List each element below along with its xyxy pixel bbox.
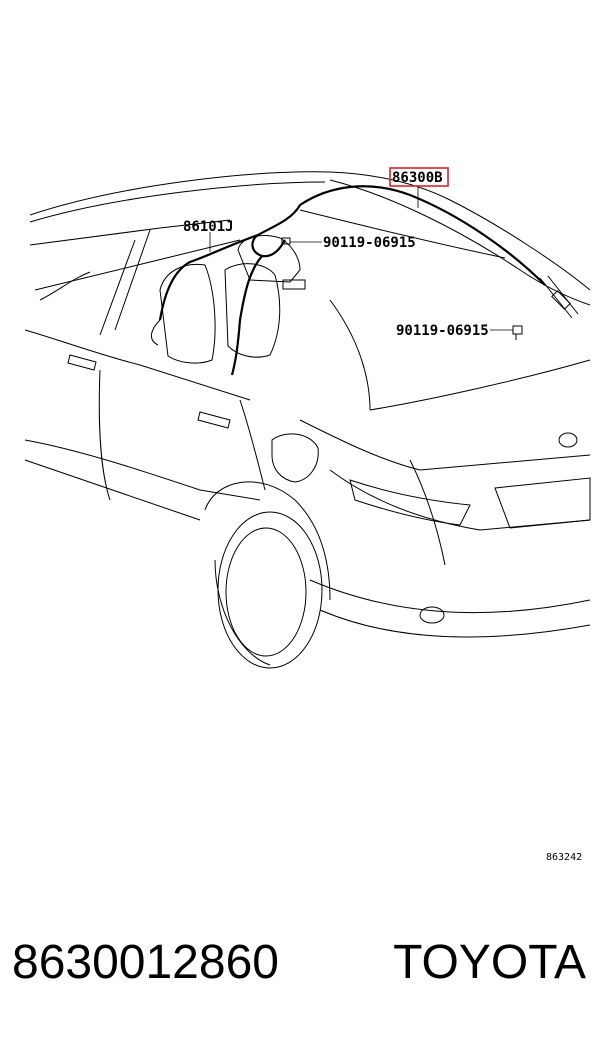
part-number: 8630012860: [12, 936, 279, 989]
bolt-lower-icon: [512, 325, 523, 340]
wire-harness: [151, 204, 301, 376]
footer: 8630012860 TOYOTA: [0, 935, 600, 1015]
callout-receiver: 86101J: [183, 219, 234, 235]
figure-ref: 863242: [546, 852, 582, 863]
bolt-upper-icon: [281, 237, 291, 245]
callout-antenna: 86300B: [392, 170, 443, 186]
antenna-cable: [299, 185, 579, 319]
callout-bolt-lower: 90119-06915: [396, 323, 489, 339]
car-outline: [24, 171, 591, 669]
parts-diagram: 86300B 86101J 90119-06915 90119-06915 86…: [24, 167, 591, 863]
leader-lines: [209, 186, 513, 331]
callout-bolt-upper: 90119-06915: [323, 235, 416, 251]
brand-name: TOYOTA: [393, 936, 586, 989]
highlight-box: [389, 167, 449, 187]
